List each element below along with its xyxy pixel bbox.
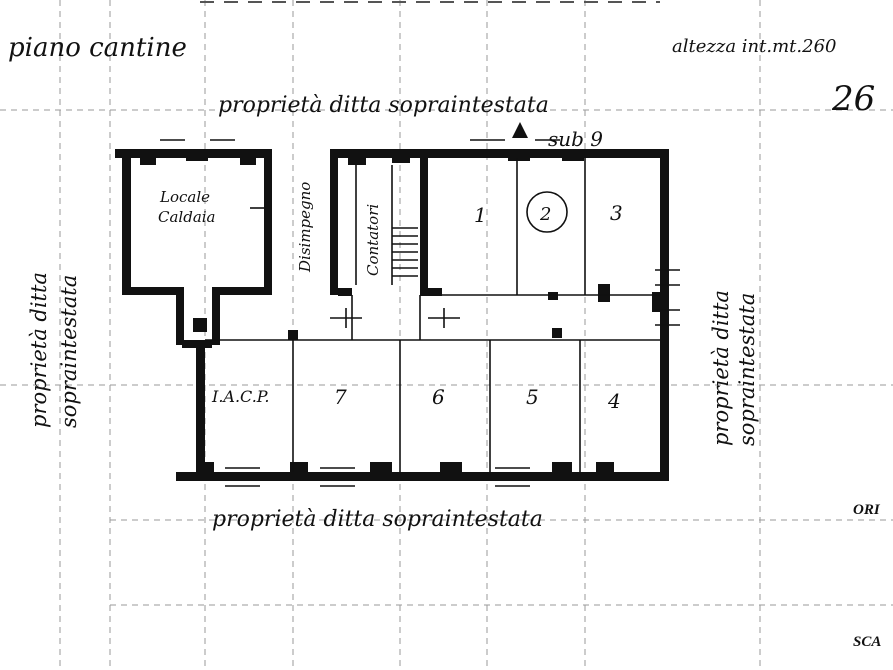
cellar-7-label: 7 (334, 385, 347, 409)
neighbor-bottom-label: proprietà ditta sopraintestata (212, 507, 543, 532)
room-boiler-label-line1: Locale (159, 188, 210, 206)
neighbor-left-label-line1: proprietà ditta (27, 272, 51, 428)
neighbor-right-label-line1: proprietà ditta (709, 290, 733, 446)
wall-piers (140, 149, 662, 476)
partitions (205, 158, 660, 472)
door-arrows (250, 122, 528, 328)
room-hallway-label: Disimpegno (296, 182, 314, 273)
height-note: altezza int.mt.260 (672, 36, 836, 57)
cellar-1-label: 1 (474, 203, 487, 227)
cellar-4-label: 4 (607, 389, 621, 413)
cellar-5-label: 5 (526, 385, 539, 409)
neighbor-right-label-line2: sopraintestata (735, 293, 759, 446)
neighbor-left-label-line2: sopraintestata (57, 275, 81, 428)
cellar-iacp-label: I.A.C.P. (211, 387, 269, 406)
outer-walls (115, 149, 669, 481)
neighbor-top-sub-label: sub 9 (548, 127, 603, 151)
cellar-2-label: 2 (539, 204, 551, 225)
room-boiler-label-line2: Caldaia (158, 208, 216, 226)
cellar-3-label: 3 (610, 201, 623, 225)
floor-label: piano cantine (8, 33, 187, 63)
sheet-number: 26 (831, 79, 875, 119)
cellar-6-label: 6 (432, 385, 445, 409)
window-markers (160, 139, 680, 487)
stair-treads (392, 227, 418, 277)
highlight-circle (526, 191, 568, 233)
neighbor-top-label: proprietà ditta sopraintestata (218, 93, 549, 118)
margin-label-ori: ORI (853, 502, 881, 518)
margin-label-sca: SCA (853, 634, 881, 650)
room-meters-label: Contatori (364, 204, 382, 276)
